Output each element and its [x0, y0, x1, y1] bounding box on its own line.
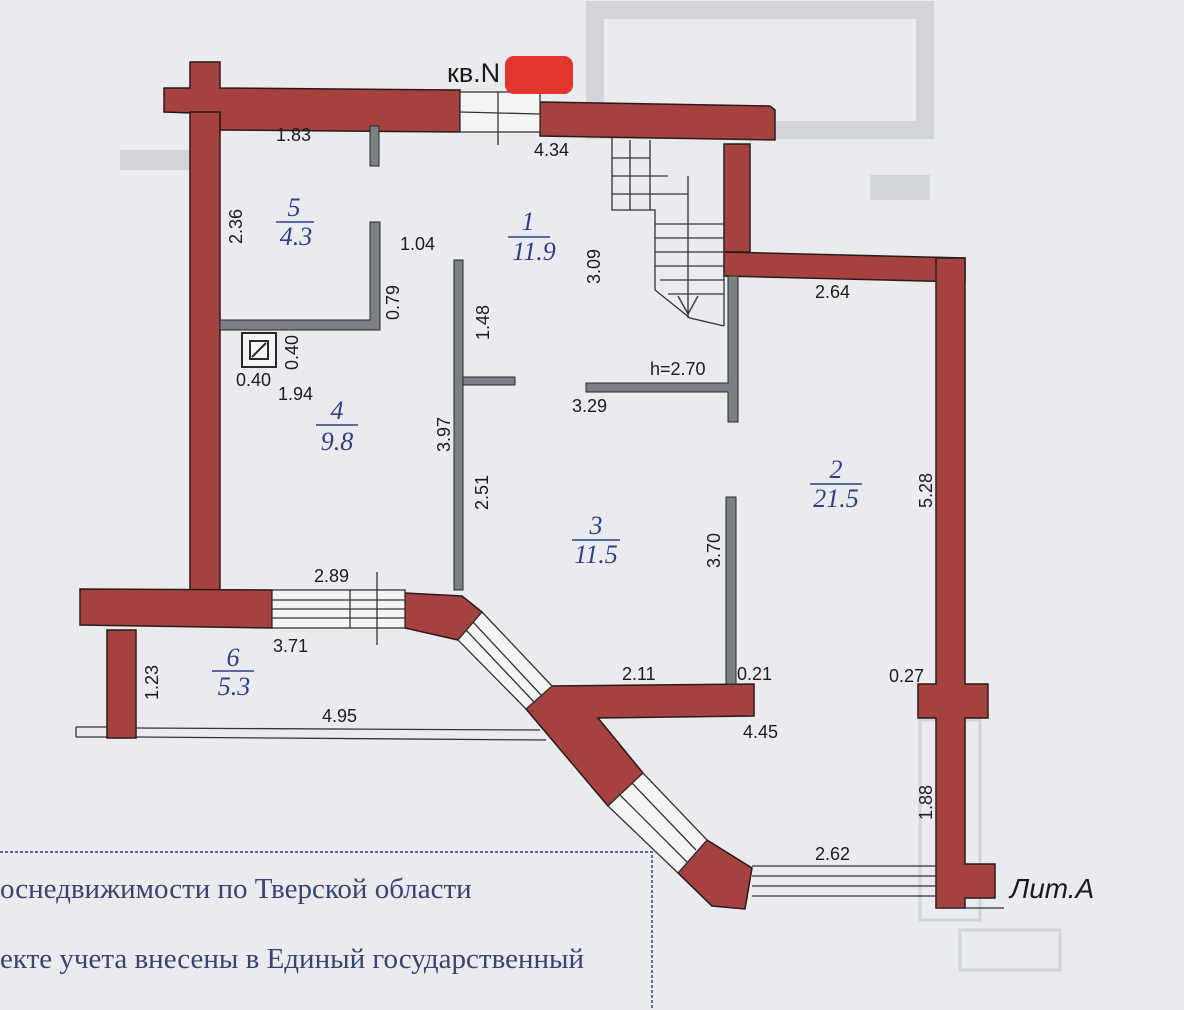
dim-label: 0.21 — [737, 664, 772, 684]
partition-middle — [453, 259, 464, 591]
dim-label: 2.89 — [314, 566, 349, 586]
dim-label: 0.40 — [282, 335, 302, 370]
room-5-area: 4.3 — [280, 222, 313, 251]
window-diagonal-upper — [457, 611, 553, 710]
wall-right-vertical — [917, 257, 996, 909]
dim-label: 4.34 — [534, 140, 569, 160]
dim-label: 2.62 — [815, 844, 850, 864]
partition-top-stub — [369, 125, 380, 167]
partition-stub-right — [462, 376, 516, 386]
dim-label: 5.28 — [916, 473, 936, 508]
wall-left-vertical — [189, 111, 221, 591]
room-1-area: 11.9 — [512, 237, 556, 266]
dimension-labels: 1.83 4.34 2.36 1.04 3.09 0.79 2.64 1.48 … — [142, 125, 936, 864]
dim-label: 1.94 — [278, 384, 313, 404]
dim-label: 0.40 — [236, 370, 271, 390]
dim-label: 2.64 — [815, 282, 850, 302]
room-6-number: 6 — [227, 643, 240, 672]
stamp-line-2: екте учета внесены в Единый государствен… — [0, 943, 584, 975]
dim-label: 3.71 — [273, 636, 308, 656]
height-label: h=2.70 — [650, 359, 706, 379]
dim-label: 0.79 — [383, 285, 403, 320]
vent-shaft-icon — [241, 332, 277, 368]
wall-diagonal-middle — [524, 683, 755, 808]
partition-stair — [585, 275, 739, 423]
dim-label: 0.27 — [889, 666, 924, 686]
dim-label: 1.88 — [916, 785, 936, 820]
dim-label: 2.51 — [472, 475, 492, 510]
room-6-area: 5.3 — [218, 672, 251, 701]
room-4-number: 4 — [331, 396, 344, 425]
window-diagonal-lower — [607, 772, 708, 874]
walls — [79, 61, 996, 910]
redacted-mark — [505, 56, 573, 94]
room-2-number: 2 — [830, 455, 843, 484]
dim-label: 1.48 — [473, 305, 493, 340]
room-3-area: 11.5 — [574, 540, 618, 569]
room-5-number: 5 — [288, 193, 301, 222]
wall-right-top-horizontal — [723, 251, 966, 283]
dim-label: 3.70 — [704, 533, 724, 568]
dim-label: 1.83 — [276, 125, 311, 145]
partition-room2-left — [725, 496, 737, 685]
stamp-line-1: оснедвижимости по Тверской области — [0, 873, 472, 905]
apartment-title: кв.N — [447, 58, 500, 88]
partitions — [219, 125, 739, 685]
dim-label: 3.97 — [434, 417, 454, 452]
room-labels: 1 11.9 2 21.5 3 11.5 4 9.8 5 4.3 6 5.3 — [212, 193, 862, 701]
room-4-area: 9.8 — [321, 427, 354, 456]
room-2-area: 21.5 — [813, 484, 859, 513]
dim-label: 4.95 — [322, 706, 357, 726]
dim-label: 1.23 — [142, 665, 162, 700]
lit-label: Лит.А — [1008, 873, 1094, 904]
dim-label: 3.29 — [572, 396, 607, 416]
wall-right-stair-vertical — [723, 143, 751, 253]
staircase — [611, 138, 725, 327]
openings — [75, 91, 1004, 909]
wall-top-right — [539, 101, 776, 141]
dim-label: 4.45 — [743, 722, 778, 742]
partition-room5 — [219, 221, 381, 331]
dim-label: 2.11 — [622, 664, 656, 684]
stamp: оснедвижимости по Тверской области екте … — [0, 851, 653, 1010]
wall-left-lower-horizontal — [79, 588, 273, 629]
room-1-number: 1 — [522, 207, 535, 236]
dim-label: 1.04 — [400, 234, 435, 254]
dim-label: 3.09 — [584, 249, 604, 284]
dim-label: 2.36 — [226, 209, 246, 244]
room-3-number: 3 — [589, 511, 603, 540]
wall-left-lower-vertical — [106, 629, 137, 739]
